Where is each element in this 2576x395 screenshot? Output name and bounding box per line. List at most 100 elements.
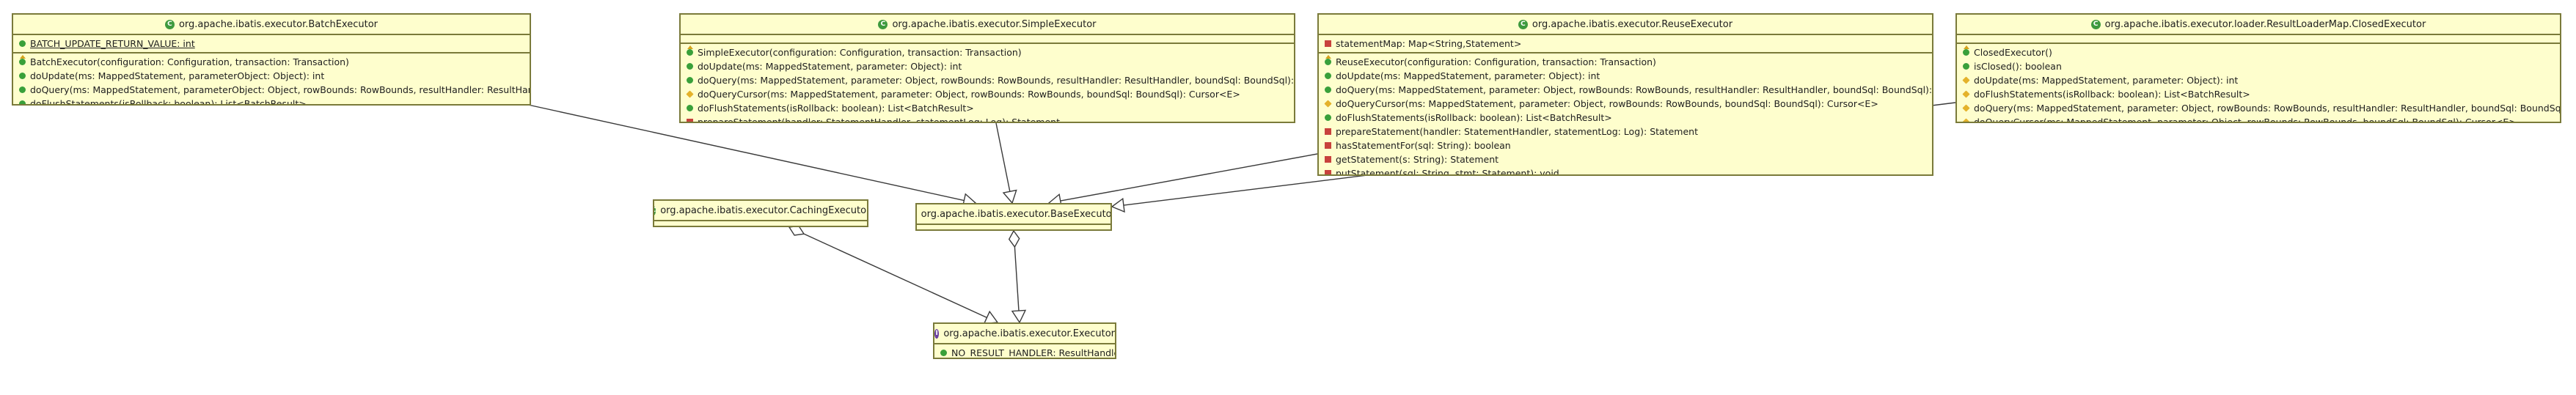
- method-row: doQueryCursor(ms: MappedStatement, param…: [1319, 97, 1932, 111]
- fields-compartment: [681, 35, 1294, 44]
- private-visibility-icon: [1325, 156, 1331, 163]
- constructor-icon: [1963, 45, 1969, 56]
- method-row: doQueryCursor(ms: MappedStatement, param…: [1957, 115, 2560, 122]
- extends-edge: [995, 122, 1011, 192]
- method-row: doQueryCursor(ms: MappedStatement, param…: [681, 87, 1294, 101]
- public-visibility-icon: [1325, 73, 1331, 79]
- method-row: doQuery(ms: MappedStatement, parameter: …: [1319, 83, 1932, 97]
- method-row: doUpdate(ms: MappedStatement, parameter:…: [1957, 73, 2560, 87]
- protected-visibility-icon: [1962, 76, 1970, 84]
- generalization-arrowhead: [1002, 189, 1017, 204]
- interface-header: I org.apache.ibatis.executor.Executor: [934, 324, 1115, 344]
- method-row: doUpdate(ms: MappedStatement, parameterO…: [13, 69, 530, 83]
- class-name: org.apache.ibatis.executor.BatchExecutor: [178, 18, 378, 30]
- method-row: hasStatementFor(sql: String): boolean: [1319, 139, 1932, 152]
- class-closed-executor[interactable]: C org.apache.ibatis.executor.loader.Resu…: [1955, 13, 2561, 123]
- interface-executor[interactable]: I org.apache.ibatis.executor.Executor NO…: [933, 322, 1116, 359]
- public-visibility-icon: [940, 350, 947, 356]
- protected-visibility-icon: [686, 90, 694, 98]
- method-row: doFlushStatements(isRollback: boolean): …: [1319, 111, 1932, 125]
- private-visibility-icon: [687, 119, 693, 122]
- class-base-executor[interactable]: C org.apache.ibatis.executor.BaseExecuto…: [915, 203, 1112, 231]
- private-visibility-icon: [1325, 128, 1331, 135]
- protected-visibility-icon: [1962, 90, 1970, 98]
- generalization-arrowhead: [1110, 197, 1125, 213]
- implements-edge: [1014, 246, 1020, 311]
- protected-visibility-icon: [1962, 118, 1970, 122]
- protected-visibility-icon: [1324, 100, 1332, 108]
- class-name: org.apache.ibatis.executor.CachingExecut…: [660, 204, 868, 216]
- extends-edge: [527, 104, 965, 202]
- public-visibility-icon: [19, 86, 26, 93]
- class-simple-executor[interactable]: C org.apache.ibatis.executor.SimpleExecu…: [679, 13, 1295, 123]
- protected-visibility-icon: [1962, 104, 1970, 112]
- method-row: BatchExecutor(configuration: Configurati…: [13, 55, 530, 69]
- constructor-icon: [19, 55, 26, 65]
- method-row: doUpdate(ms: MappedStatement, parameter:…: [681, 59, 1294, 73]
- interface-icon: I: [934, 328, 940, 339]
- interface-name: org.apache.ibatis.executor.Executor: [943, 328, 1115, 339]
- method-row: doQuery(ms: MappedStatement, parameterOb…: [13, 83, 530, 97]
- class-icon: C: [915, 210, 917, 219]
- generalization-arrowhead: [1011, 309, 1027, 324]
- public-visibility-icon: [687, 63, 693, 70]
- method-row: doFlushStatements(isRollback: boolean): …: [681, 101, 1294, 115]
- methods-compartment: ClosedExecutor() isClosed(): boolean doU…: [1957, 44, 2560, 122]
- public-visibility-icon: [687, 105, 693, 111]
- method-row: prepareStatement(handler: StatementHandl…: [681, 115, 1294, 122]
- public-visibility-icon: [19, 40, 26, 47]
- private-visibility-icon: [1325, 40, 1331, 47]
- fields-compartment: [654, 221, 867, 226]
- constructor-icon: [687, 45, 693, 56]
- methods-compartment: BatchExecutor(configuration: Configurati…: [13, 53, 530, 104]
- private-visibility-icon: [1325, 142, 1331, 149]
- method-row: prepareStatement(handler: StatementHandl…: [1319, 125, 1932, 139]
- aggregation-diamond: [1008, 229, 1020, 248]
- fields-compartment: statementMap: Map<String,Statement>: [1319, 35, 1932, 53]
- class-header: C org.apache.ibatis.executor.CachingExec…: [654, 201, 867, 221]
- class-batch-executor[interactable]: C org.apache.ibatis.executor.BatchExecut…: [12, 13, 531, 106]
- fields-compartment: [1957, 35, 2560, 44]
- class-caching-executor[interactable]: C org.apache.ibatis.executor.CachingExec…: [653, 199, 868, 227]
- class-header: C org.apache.ibatis.executor.BaseExecuto…: [917, 204, 1110, 225]
- public-visibility-icon: [1325, 86, 1331, 93]
- method-row: getStatement(s: String): Statement: [1319, 152, 1932, 166]
- public-visibility-icon: [1325, 114, 1331, 121]
- method-row: isClosed(): boolean: [1957, 59, 2560, 73]
- public-visibility-icon: [687, 77, 693, 84]
- method-row: putStatement(sql: String, stmt: Statemen…: [1319, 166, 1932, 174]
- field-row: NO_RESULT_HANDLER: ResultHandler: [934, 346, 1115, 358]
- class-icon: C: [878, 19, 888, 29]
- method-row: SimpleExecutor(configuration: Configurat…: [681, 45, 1294, 59]
- field-row: statementMap: Map<String,Statement>: [1319, 37, 1932, 51]
- implements-edge: [803, 233, 987, 318]
- method-row: doQuery(ms: MappedStatement, parameter: …: [1957, 101, 2560, 115]
- fields-compartment: NO_RESULT_HANDLER: ResultHandler: [934, 344, 1115, 358]
- fields-compartment: [917, 225, 1110, 229]
- public-visibility-icon: [19, 73, 26, 79]
- class-name: org.apache.ibatis.executor.SimpleExecuto…: [892, 18, 1097, 30]
- class-icon: C: [654, 205, 656, 215]
- field-row: BATCH_UPDATE_RETURN_VALUE: int: [13, 37, 530, 51]
- method-row: doUpdate(ms: MappedStatement, parameter:…: [1319, 69, 1932, 83]
- private-visibility-icon: [1325, 170, 1331, 174]
- extends-edge: [1060, 153, 1318, 202]
- public-visibility-icon: [19, 100, 26, 104]
- methods-compartment: SimpleExecutor(configuration: Configurat…: [681, 44, 1294, 122]
- method-row: doFlushStatements(isRollback: boolean): …: [1957, 87, 2560, 101]
- public-visibility-icon: [1963, 63, 1969, 70]
- fields-compartment: BATCH_UPDATE_RETURN_VALUE: int: [13, 35, 530, 53]
- class-icon: C: [1518, 19, 1528, 29]
- class-name: org.apache.ibatis.executor.BaseExecutor: [921, 208, 1112, 220]
- class-header: C org.apache.ibatis.executor.loader.Resu…: [1957, 15, 2560, 35]
- class-name: org.apache.ibatis.executor.loader.Result…: [2104, 18, 2426, 30]
- methods-compartment: ReuseExecutor(configuration: Configurati…: [1319, 53, 1932, 174]
- class-header: C org.apache.ibatis.executor.ReuseExecut…: [1319, 15, 1932, 35]
- class-icon: C: [164, 19, 175, 29]
- constructor-icon: [1325, 55, 1331, 65]
- class-header: C org.apache.ibatis.executor.BatchExecut…: [13, 15, 530, 35]
- class-reuse-executor[interactable]: C org.apache.ibatis.executor.ReuseExecut…: [1317, 13, 1933, 176]
- class-icon: C: [2090, 19, 2101, 29]
- method-row: doFlushStatements(isRollback: boolean): …: [13, 97, 530, 104]
- class-name: org.apache.ibatis.executor.ReuseExecutor: [1532, 18, 1733, 30]
